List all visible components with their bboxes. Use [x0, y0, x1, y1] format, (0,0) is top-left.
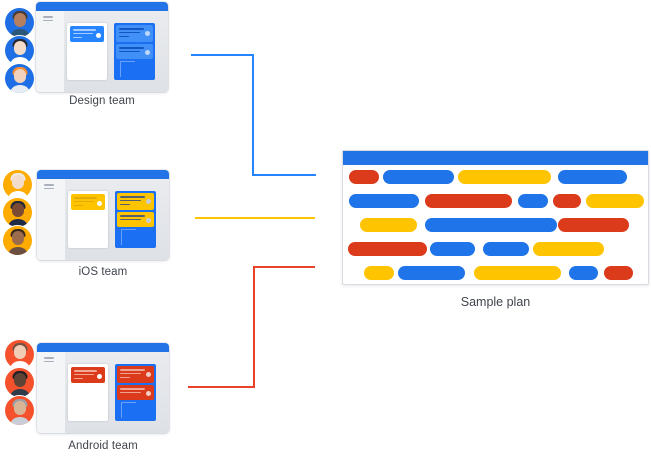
plan-bar-red [348, 242, 427, 256]
avatar-face [11, 231, 24, 245]
sample-plan-label: Sample plan [460, 295, 531, 309]
avatar-face [13, 345, 26, 359]
plan-bar-red [558, 218, 629, 232]
avatar-face [13, 41, 26, 55]
plan-bar-red [425, 194, 512, 208]
avatar [3, 170, 32, 199]
plan-bar-blue [383, 170, 454, 184]
design-team-label: Design team [69, 95, 135, 107]
menu-icon [44, 357, 54, 364]
plan-bar-blue [430, 242, 475, 256]
avatar-body [9, 361, 30, 369]
panel-card [116, 25, 153, 42]
board-column [68, 364, 108, 421]
menu-icon [43, 16, 53, 23]
avatar [3, 226, 32, 255]
board-column [68, 191, 108, 248]
avatar-dot-icon [145, 31, 150, 36]
window-titlebar [37, 170, 169, 179]
avatar-body [9, 29, 30, 37]
window-titlebar [37, 343, 169, 352]
panel-outline-decoration [121, 229, 136, 245]
board-card [71, 367, 105, 383]
avatar [5, 340, 34, 369]
avatar-body [7, 247, 28, 255]
avatar [5, 8, 34, 37]
window-sidebar [37, 179, 65, 260]
avatar-body [9, 57, 30, 65]
plan-bar-blue [349, 194, 419, 208]
plan-titlebar [343, 151, 648, 165]
ios-team-label: iOS team [78, 266, 128, 278]
plan-bar-red [349, 170, 379, 184]
plan-bar-blue [518, 194, 548, 208]
plan-bar-yellow [533, 242, 604, 256]
avatar-body [7, 219, 28, 227]
avatar-dot-icon [146, 199, 151, 204]
plan-bar-yellow [360, 218, 417, 232]
avatar-dot-icon [145, 50, 150, 55]
board-column [67, 23, 107, 80]
panel-outline-decoration [120, 61, 135, 77]
avatar [5, 64, 34, 93]
avatar-face [13, 13, 26, 27]
avatar [3, 198, 32, 227]
avatar [5, 368, 34, 397]
window-sidebar [37, 352, 65, 433]
board-card [70, 26, 104, 42]
avatar-face [11, 175, 24, 189]
menu-icon [44, 184, 54, 191]
design-connector-line [191, 54, 316, 176]
avatar-face [11, 203, 24, 217]
avatar-body [9, 85, 30, 93]
panel-card [117, 212, 154, 227]
avatar-dot-icon [146, 372, 151, 377]
window-sidebar [36, 11, 64, 92]
plan-bars [343, 151, 648, 284]
avatar [5, 396, 34, 425]
design-team-window [36, 2, 168, 92]
plan-bar-blue [558, 170, 627, 184]
android-connector-line [188, 266, 315, 388]
panel-card [116, 44, 153, 59]
avatar-face [13, 401, 26, 415]
avatar-dot-icon [146, 218, 151, 223]
panel-outline-decoration [121, 402, 136, 418]
plan-bar-yellow [458, 170, 551, 184]
avatar-body [9, 417, 30, 425]
android-team-label: Android team [68, 440, 138, 452]
plan-bar-red [604, 266, 633, 280]
panel-card [117, 366, 154, 383]
avatar-body [7, 191, 28, 199]
avatar-body [9, 389, 30, 397]
window-titlebar [36, 2, 168, 11]
avatar-face [13, 69, 26, 83]
android-team-window [37, 343, 169, 433]
plan-bar-yellow [474, 266, 561, 280]
plan-bar-blue [398, 266, 465, 280]
board-panel [115, 364, 156, 421]
avatar-dot-icon [96, 33, 101, 38]
plan-bar-red [553, 194, 581, 208]
board-card [71, 194, 105, 210]
avatar-dot-icon [97, 374, 102, 379]
avatar-face [13, 373, 26, 387]
avatar-dot-icon [97, 201, 102, 206]
board-panel [114, 23, 155, 80]
panel-card [117, 193, 154, 210]
ios-team-window [37, 170, 169, 260]
plan-bar-yellow [586, 194, 644, 208]
board-panel [115, 191, 156, 248]
avatar-dot-icon [146, 391, 151, 396]
panel-card [117, 385, 154, 400]
plan-bar-yellow [364, 266, 394, 280]
plan-bar-blue [569, 266, 598, 280]
avatar [5, 36, 34, 65]
plan-bar-blue [425, 218, 557, 232]
plan-bar-blue [483, 242, 529, 256]
sample-plan-window [342, 150, 649, 285]
